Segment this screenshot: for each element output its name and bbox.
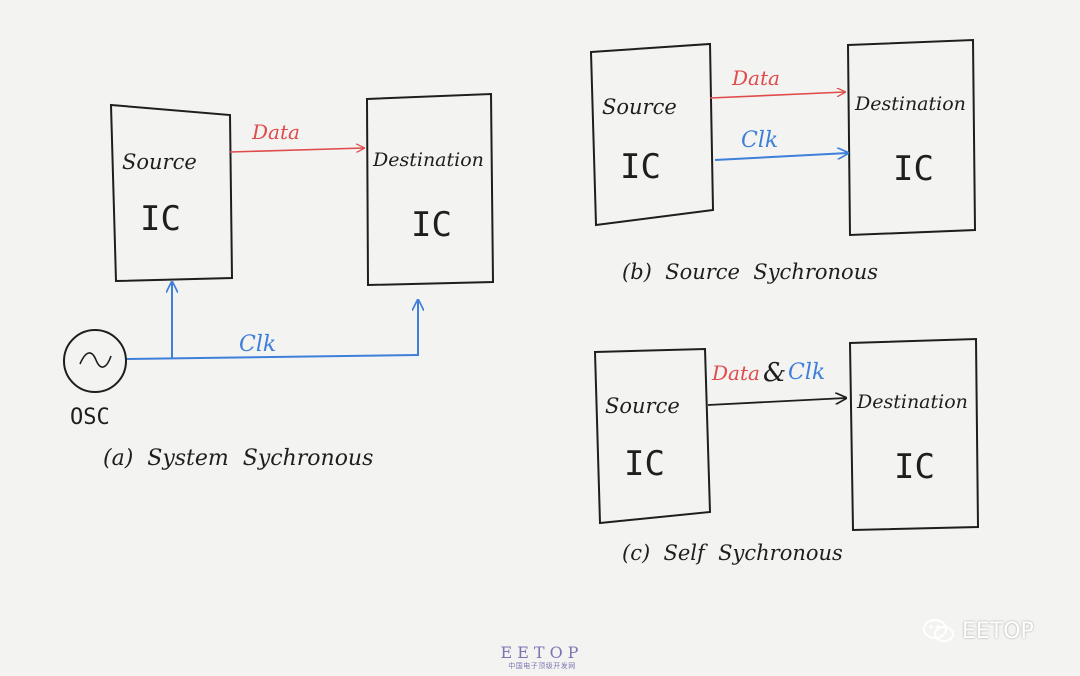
panel-c: Source IC Destination IC Data & Clk (c) … bbox=[593, 337, 980, 565]
data-label: Data bbox=[711, 361, 760, 385]
panel-b: Source IC Destination IC Data Clk (b) So… bbox=[589, 38, 977, 284]
watermark-title: EETOP bbox=[500, 643, 584, 662]
caption-a: (a) System Sychronous bbox=[103, 446, 373, 471]
destination-ic-label: Destination bbox=[856, 391, 968, 413]
watermark: EETOP 中国电子顶级开发网 bbox=[497, 644, 587, 671]
data-label: Data bbox=[731, 66, 780, 90]
destination-ic-label: Destination bbox=[854, 93, 966, 115]
panel-a: Source IC Destination IC Data OSC Clk (a… bbox=[63, 92, 495, 471]
data-label: Data bbox=[251, 120, 300, 144]
source-ic-label: Source bbox=[122, 150, 197, 174]
clk-label: Clk bbox=[788, 360, 825, 385]
caption-c: (c) Self Sychronous bbox=[622, 541, 843, 565]
clk-label: Clk bbox=[741, 128, 778, 153]
source-ic-sublabel: IC bbox=[140, 199, 181, 239]
source-ic-label: Source bbox=[605, 394, 680, 418]
source-ic-sublabel: IC bbox=[624, 444, 665, 484]
clk-arrow bbox=[714, 153, 848, 161]
destination-ic-box bbox=[846, 38, 977, 237]
source-ic-label: Source bbox=[602, 95, 677, 119]
clk-label: Clk bbox=[239, 332, 276, 357]
destination-ic-sublabel: IC bbox=[893, 149, 934, 189]
destination-ic-label: Destination bbox=[372, 149, 484, 171]
destination-ic-sublabel: IC bbox=[894, 447, 935, 487]
ampersand-label: & bbox=[763, 358, 786, 388]
source-ic-box bbox=[593, 347, 712, 525]
source-ic-box bbox=[109, 103, 234, 283]
oscillator-circle bbox=[63, 329, 127, 393]
clk-bus-line bbox=[126, 354, 419, 360]
osc-label: OSC bbox=[70, 405, 110, 430]
watermark-subtitle: 中国电子顶级开发网 bbox=[508, 662, 576, 670]
source-ic-sublabel: IC bbox=[620, 147, 661, 187]
data-arrow bbox=[709, 92, 845, 99]
destination-ic-box bbox=[365, 92, 495, 287]
source-ic-box bbox=[589, 42, 715, 227]
badge-label: EETOP bbox=[962, 618, 1034, 644]
caption-b: (b) Source Sychronous bbox=[622, 260, 878, 284]
destination-ic-sublabel: IC bbox=[411, 205, 452, 245]
destination-ic-box bbox=[848, 337, 980, 532]
sine-wave-icon bbox=[79, 352, 112, 368]
wechat-icon bbox=[923, 619, 954, 642]
data-arrow bbox=[229, 148, 364, 153]
data-clk-arrow bbox=[707, 398, 846, 406]
source-badge: EETOP bbox=[922, 617, 1034, 645]
